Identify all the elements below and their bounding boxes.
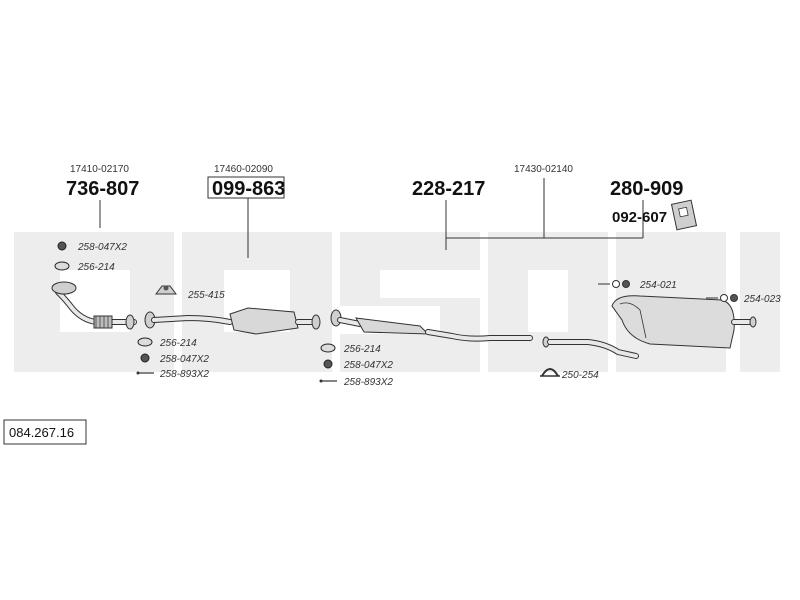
center-bottom-accessory-3: 258-893X2 xyxy=(343,377,393,388)
bracket-part-icon xyxy=(670,199,698,231)
front-top-accessory-1: 258-047X2 xyxy=(77,242,127,253)
gasket-icon xyxy=(57,241,67,251)
rear-oe-number: 17430-02140 xyxy=(514,164,573,175)
front-bottom-accessory-2: 258-047X2 xyxy=(159,354,209,365)
rubber-hanger-icon xyxy=(706,294,738,302)
front-bottom-accessory-3: 258-893X2 xyxy=(159,369,209,380)
rear-hanger-accessory-2: 254-023 xyxy=(743,294,781,305)
nut-icon xyxy=(140,353,150,363)
clamp-icon xyxy=(540,368,560,377)
middle-part-number: 099-863 xyxy=(212,178,285,200)
front-part-number: 736-807 xyxy=(66,178,139,200)
center-bottom-accessory-2: 258-047X2 xyxy=(343,360,393,371)
front-top-accessory-2: 256-214 xyxy=(77,262,115,273)
front-bottom-accessory-1: 256-214 xyxy=(159,338,197,349)
nut-icon xyxy=(323,359,333,369)
ring-gasket-icon xyxy=(320,343,336,353)
diagram-id-box xyxy=(3,419,87,445)
catalytic-converter-pipe xyxy=(144,307,321,335)
rear-clamp-accessory: 250-254 xyxy=(561,370,599,381)
bosal-watermark-logo xyxy=(14,232,780,372)
front-oe-number: 17410-02170 xyxy=(70,164,129,175)
bolt-icon xyxy=(319,379,337,383)
center-pipe xyxy=(330,309,533,342)
diagram-id: 084.267.16 xyxy=(9,425,74,440)
ring-gasket-icon xyxy=(137,337,153,347)
middle-part-number-box xyxy=(207,176,285,199)
middle-top-accessory: 255-415 xyxy=(187,290,225,301)
rubber-hanger-icon xyxy=(598,280,630,288)
bolt-icon xyxy=(136,371,154,375)
ring-gasket-icon xyxy=(54,261,70,271)
middle-oe-number: 17460-02090 xyxy=(214,164,273,175)
front-pipe xyxy=(51,281,137,330)
mounting-clamp-icon xyxy=(155,285,177,295)
rear-part-number-left: 228-217 xyxy=(412,178,485,200)
rear-bracket-number: 092-607 xyxy=(612,209,667,226)
center-bottom-accessory-1: 256-214 xyxy=(343,344,381,355)
rear-hanger-accessory-1: 254-021 xyxy=(639,280,677,291)
rear-muffler-pipe xyxy=(542,295,757,359)
rear-part-number-right: 280-909 xyxy=(610,178,683,200)
